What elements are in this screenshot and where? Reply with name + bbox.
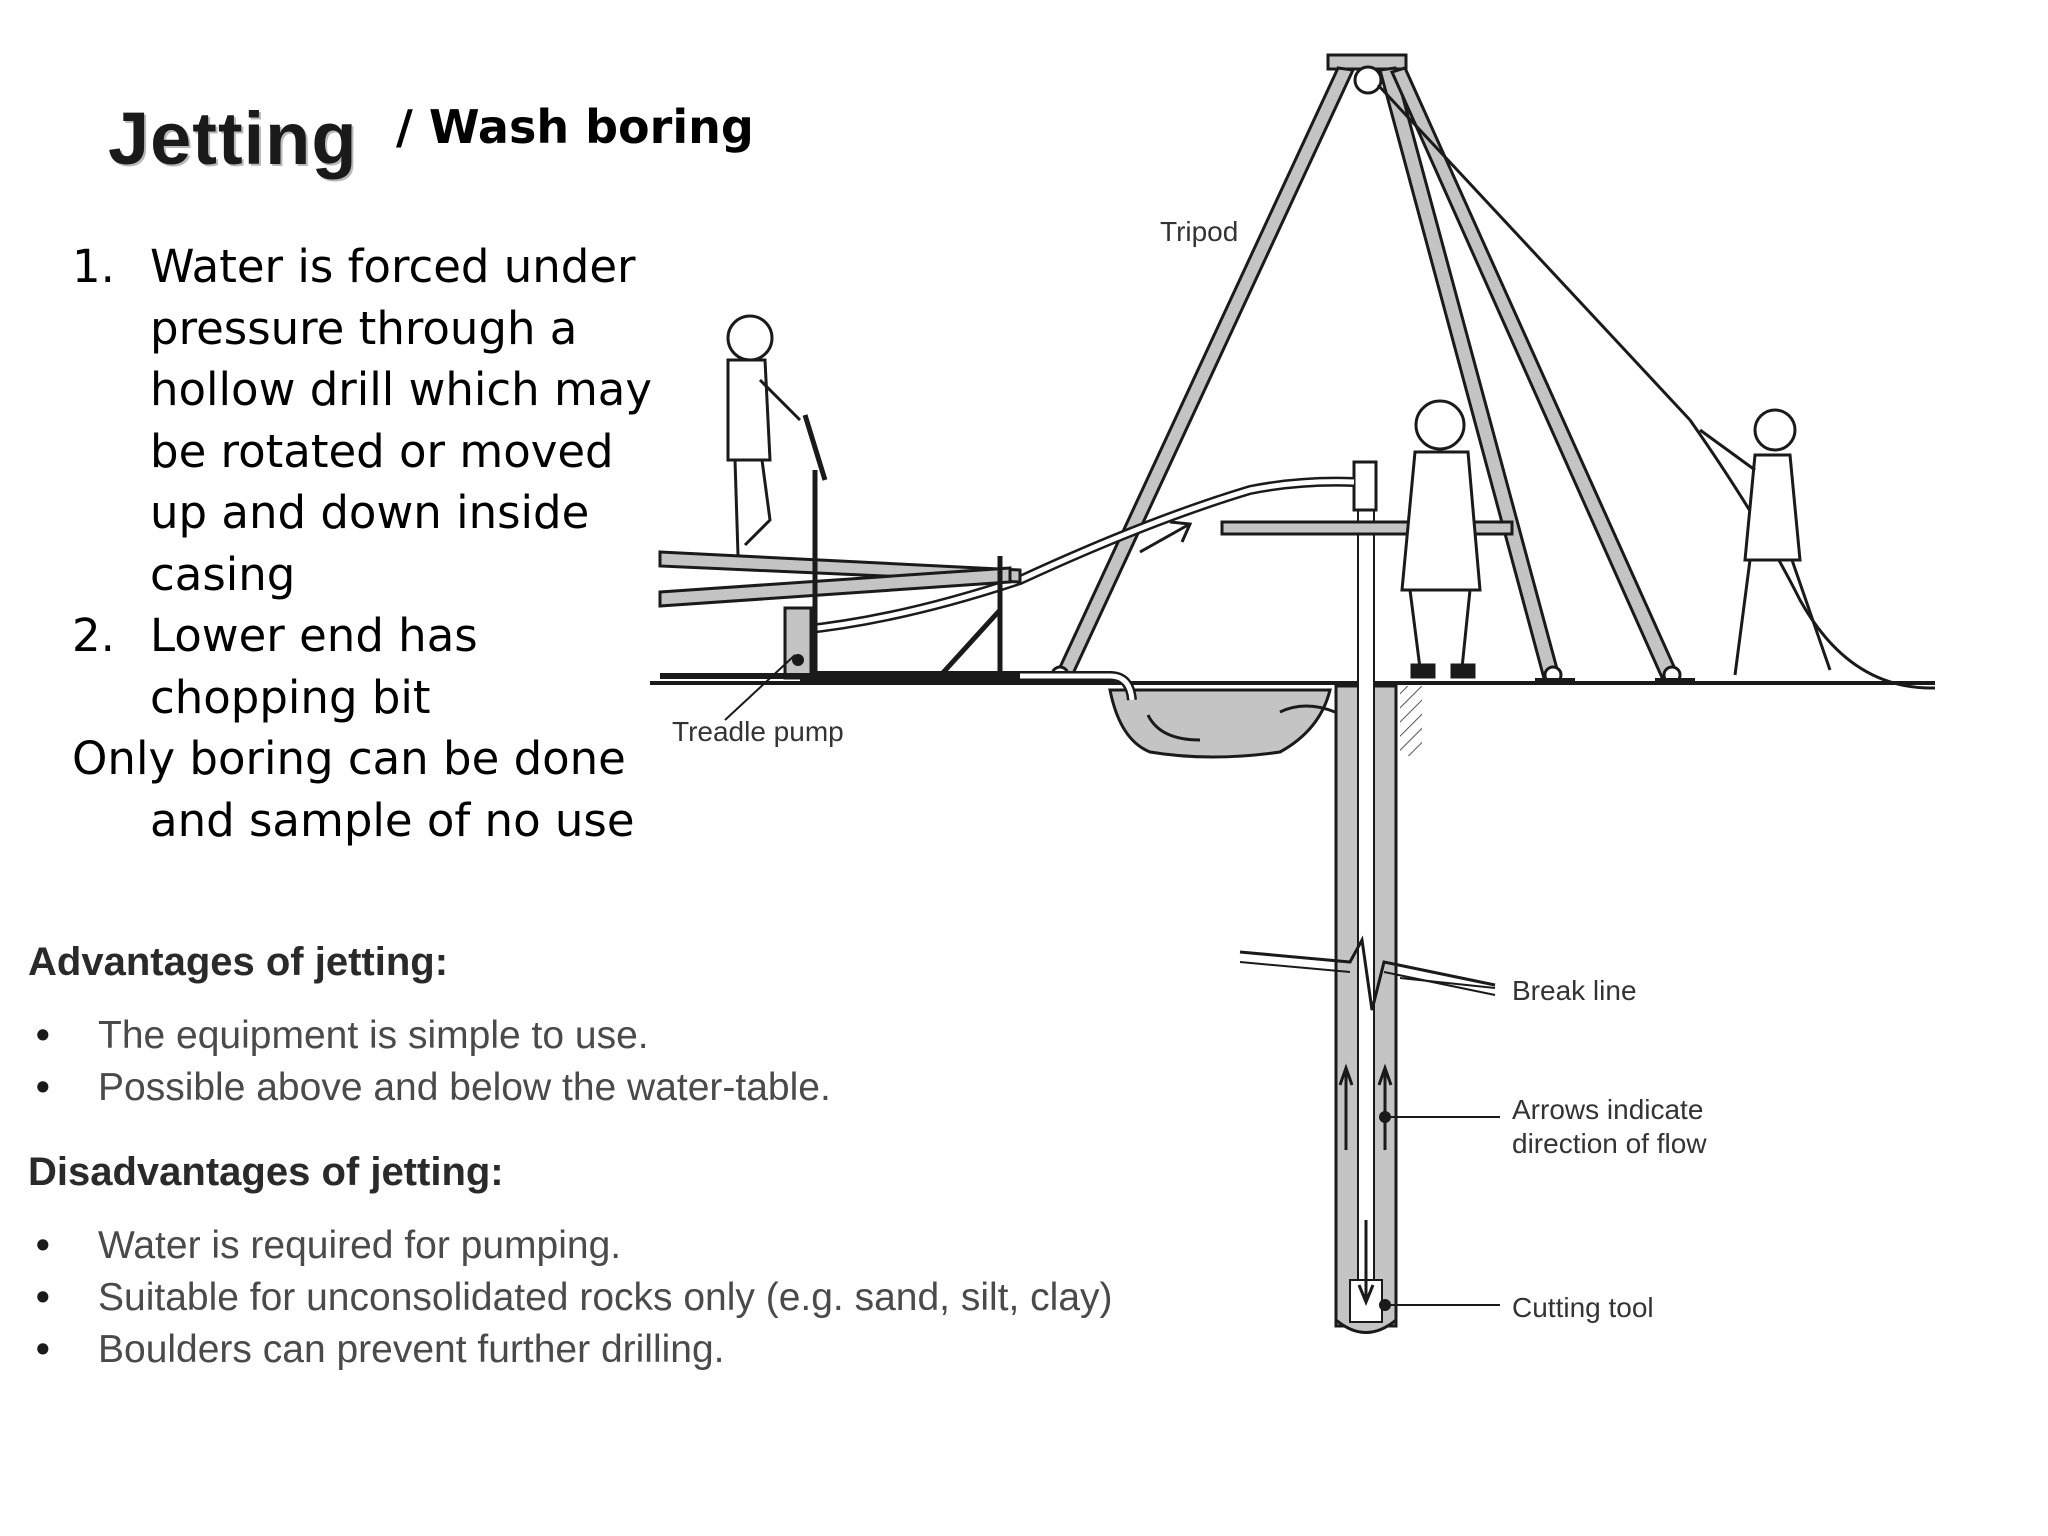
rope xyxy=(1376,83,1692,422)
list-item: • Possible above and below the water-tabl… xyxy=(28,1062,831,1114)
disadvantages-list: • Water is required for pumping. • Suitabl… xyxy=(28,1220,1113,1376)
step-item: 1. Water is forced under pressure throug… xyxy=(72,236,672,605)
down-flow-arrow xyxy=(1357,1220,1375,1306)
arrows-label-line1: Arrows indicate xyxy=(1512,1094,1704,1125)
treadle-pump-label: Treadle pump xyxy=(672,716,844,747)
list-item: • Suitable for unconsolidated rocks only … xyxy=(28,1272,1113,1324)
bullet-icon: • xyxy=(36,1014,50,1057)
list-item: • The equipment is simple to use. xyxy=(28,1010,831,1062)
boring-note: Only boring can be done and sample of no… xyxy=(72,732,635,847)
tripod-leg-left xyxy=(1052,66,1356,682)
bullet-icon: • xyxy=(36,1224,50,1267)
list-item: • Boulders can prevent further drilling. xyxy=(28,1324,1113,1376)
break-line-label: Break line xyxy=(1512,975,1637,1006)
suction-hose xyxy=(800,671,1137,701)
page-title: Jetting xyxy=(108,97,358,180)
mud-pit xyxy=(1108,688,1332,759)
step-number: 2. xyxy=(72,609,115,662)
advantages-list: • The equipment is simple to use. • Possib… xyxy=(28,1010,831,1114)
break-line-leader xyxy=(1399,977,1496,989)
arrows-label-line2: direction of flow xyxy=(1512,1128,1707,1159)
list-item-text: The equipment is simple to use. xyxy=(98,1014,649,1057)
list-item-text: Suitable for unconsolidated rocks only (… xyxy=(98,1276,1113,1319)
list-item: • Water is required for pumping. xyxy=(28,1220,1113,1272)
steps-list: 1. Water is forced under pressure throug… xyxy=(72,236,672,851)
treadle-lower xyxy=(658,566,1012,608)
pulley xyxy=(1353,65,1383,95)
swivel xyxy=(1352,460,1378,512)
pit-flow-arrow-1 xyxy=(1146,714,1201,742)
step-item: 2. Lower end has chopping bit xyxy=(72,605,672,728)
drill-pipe xyxy=(1357,469,1375,1321)
cutting-tool-label: Cutting tool xyxy=(1512,1292,1654,1323)
person-rope xyxy=(1699,408,1832,676)
hose-flow-arrow xyxy=(1139,520,1193,554)
list-item-text: Possible above and below the water-table… xyxy=(98,1066,831,1109)
break-line xyxy=(1239,935,1496,1011)
bullet-icon: • xyxy=(36,1328,50,1371)
pit-flow-arrow-2 xyxy=(1279,704,1336,714)
step-text: Lower end has chopping bit xyxy=(150,609,478,724)
treadle-pump-leader xyxy=(724,654,796,721)
pump-cylinder xyxy=(783,606,813,680)
step-number: 1. xyxy=(72,240,115,293)
tripod-label: Tripod xyxy=(1160,216,1239,247)
list-item-text: Boulders can prevent further drilling. xyxy=(98,1328,725,1371)
bullet-icon: • xyxy=(36,1276,50,1319)
ground-hatch xyxy=(1400,686,1422,756)
list-item-text: Water is required for pumping. xyxy=(98,1224,622,1267)
disadvantages-heading: Disadvantages of jetting: xyxy=(28,1150,504,1194)
bullet-icon: • xyxy=(36,1066,50,1109)
up-flow-arrows xyxy=(1338,1063,1393,1150)
step-text: Water is forced under pressure through a… xyxy=(150,240,653,601)
page-subtitle: / Wash boring xyxy=(396,100,754,154)
person-platform xyxy=(1400,399,1482,679)
advantages-heading: Advantages of jetting: xyxy=(28,940,449,984)
person-treadle xyxy=(726,314,802,556)
